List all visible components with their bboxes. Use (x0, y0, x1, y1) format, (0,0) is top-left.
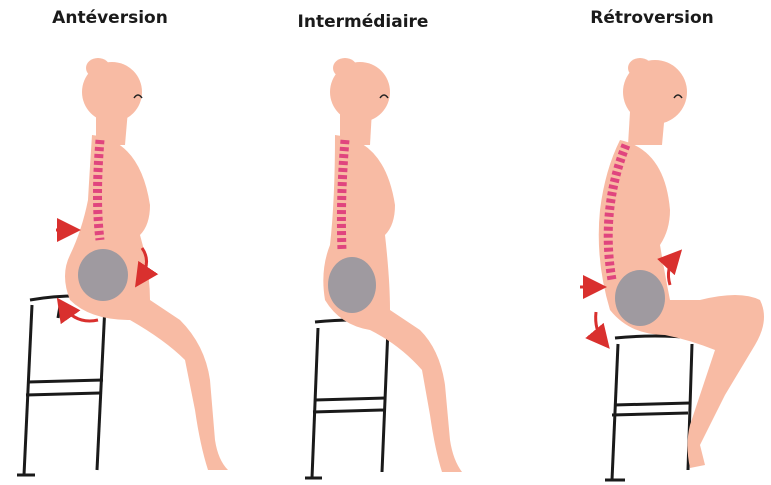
pelvis-anteversion (78, 249, 128, 301)
stool-anteversion (17, 296, 115, 475)
stool-intermediaire (305, 320, 390, 478)
stool-retroversion (605, 336, 695, 480)
body-retroversion (599, 58, 764, 468)
figure-intermediaire (305, 58, 462, 478)
spine-anteversion (98, 140, 101, 240)
pelvis-retroversion (615, 270, 665, 326)
figure-retroversion (580, 58, 764, 480)
figure-anteversion (17, 58, 228, 475)
pelvis-intermediaire (328, 257, 376, 313)
